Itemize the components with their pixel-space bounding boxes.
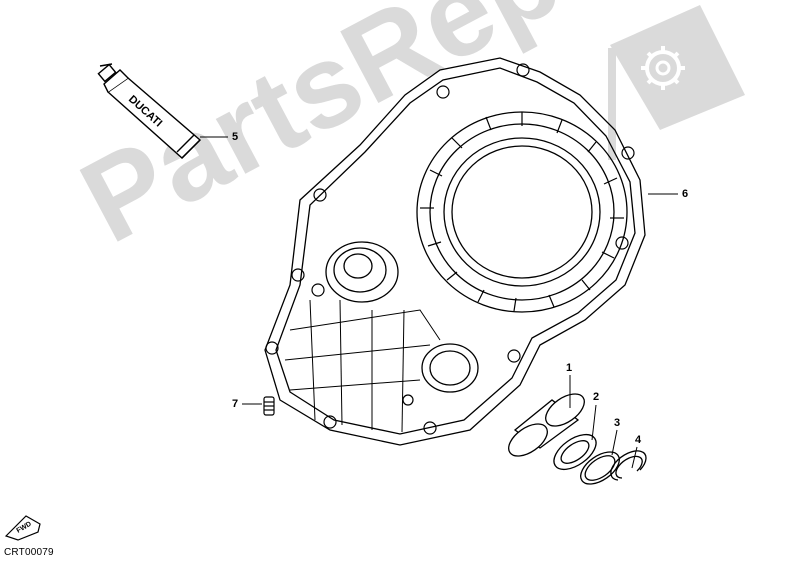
callout-3: 3: [614, 417, 621, 429]
circlip: [610, 450, 647, 481]
sealant-tube: [97, 63, 202, 159]
bushing: [508, 393, 585, 457]
callout-2: 2: [593, 391, 600, 403]
fwd-arrow-icon: FWD: [4, 515, 41, 541]
callout-6: 6: [682, 188, 689, 200]
callout-4: 4: [635, 434, 642, 446]
callout-5: 5: [232, 131, 239, 143]
leader-lines: [200, 136, 678, 469]
ring: [580, 451, 620, 485]
drawing-code: CRT00079: [4, 547, 54, 558]
clutch-cover: [264, 57, 646, 446]
seal-ring: [553, 433, 597, 471]
callout-1: 1: [566, 362, 573, 374]
gear-flag-icon: [608, 5, 745, 160]
stud: [263, 396, 275, 416]
callout-7: 7: [232, 398, 239, 410]
